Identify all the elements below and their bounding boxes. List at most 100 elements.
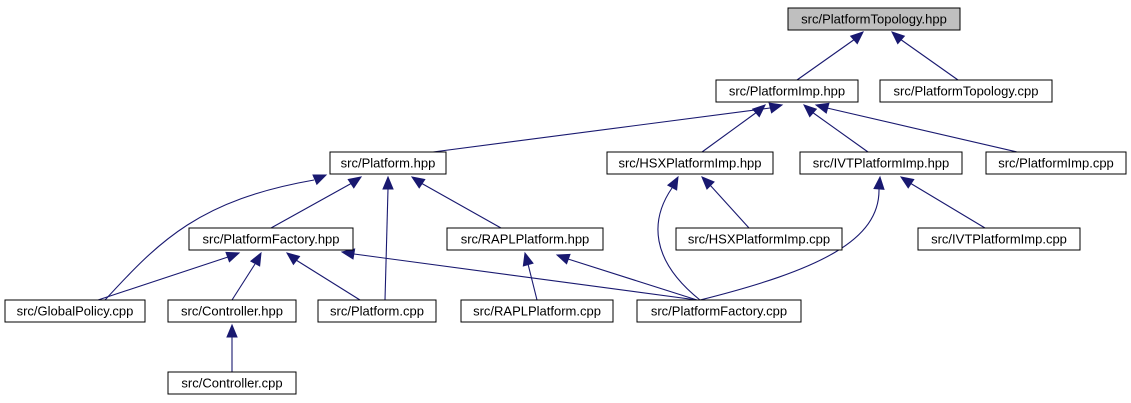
node-controller-cpp[interactable]: src/Controller.cpp — [167, 371, 297, 395]
node-factory-cpp[interactable]: src/PlatformFactory.cpp — [636, 299, 802, 323]
node-ivt-cpp[interactable]: src/IVTPlatformImp.cpp — [917, 227, 1081, 251]
node-label: src/Controller.cpp — [181, 376, 282, 391]
edge-platform_hpp-to-imp_hpp — [432, 102, 784, 153]
arrowhead-icon — [555, 253, 571, 265]
arrowhead-icon — [803, 104, 818, 118]
node-imp-hpp[interactable]: src/PlatformImp.hpp — [715, 79, 859, 103]
edge-factory_hpp-to-platform_hpp — [270, 176, 363, 229]
node-box — [985, 151, 1127, 175]
node-label: src/HSXPlatformImp.cpp — [688, 232, 830, 247]
edge-line — [270, 182, 353, 229]
edge-factory_cpp-to-rapl_hpp — [555, 253, 698, 301]
arrowhead-icon — [701, 176, 715, 190]
arrowhead-icon — [312, 174, 328, 186]
node-topology-cpp[interactable]: src/PlatformTopology.cpp — [879, 79, 1053, 103]
node-imp-cpp[interactable]: src/PlatformImp.cpp — [985, 151, 1127, 175]
node-factory-hpp[interactable]: src/PlatformFactory.hpp — [188, 227, 354, 251]
node-box — [879, 79, 1053, 103]
edge-line — [709, 184, 750, 229]
node-hsx-cpp[interactable]: src/HSXPlatformImp.cpp — [675, 227, 843, 251]
edge-line — [909, 182, 986, 229]
edge-line — [432, 107, 771, 153]
node-label: src/IVTPlatformImp.cpp — [931, 232, 1067, 247]
arrowhead-icon — [814, 102, 830, 114]
edge-line — [527, 263, 538, 301]
node-box — [188, 227, 354, 251]
arrowhead-icon — [225, 251, 241, 263]
edge-hsx_hpp-to-imp_hpp — [701, 104, 766, 153]
node-label: src/PlatformImp.cpp — [998, 156, 1114, 171]
node-platform-cpp[interactable]: src/Platform.cpp — [317, 299, 437, 323]
edge-line — [701, 111, 758, 153]
node-label: src/IVTPlatformImp.hpp — [813, 156, 950, 171]
node-globalpolicy-cpp[interactable]: src/GlobalPolicy.cpp — [4, 299, 146, 323]
node-controller-hpp[interactable]: src/Controller.hpp — [167, 299, 297, 323]
edge-line — [231, 263, 256, 301]
node-box — [787, 7, 961, 31]
edge-factory_cpp-to-hsx_hpp — [657, 175, 701, 301]
node-rapl-hpp[interactable]: src/RAPLPlatform.hpp — [446, 227, 604, 251]
node-box — [799, 151, 963, 175]
arrowhead-icon — [891, 31, 906, 45]
node-hsx-hpp[interactable]: src/HSXPlatformImp.hpp — [606, 151, 774, 175]
arrowhead-icon — [751, 104, 766, 118]
edge-rapl_hpp-to-platform_hpp — [410, 176, 502, 229]
edge-platform_cpp-to-platform_hpp — [382, 175, 394, 301]
arrowhead-icon — [285, 252, 301, 266]
node-label: src/PlatformImp.hpp — [729, 84, 845, 99]
edge-line — [567, 258, 698, 301]
arrowhead-icon — [666, 175, 679, 191]
edge-globalpolicy_cpp-to-platform_hpp — [104, 174, 328, 301]
edge-ivt_hpp-to-imp_hpp — [803, 104, 869, 153]
edge-globalpolicy_cpp-to-factory_hpp — [97, 251, 241, 301]
node-label: src/PlatformTopology.hpp — [801, 12, 947, 27]
edge-line — [657, 187, 701, 301]
arrowhead-icon — [522, 251, 534, 267]
edge-hsx_cpp-to-hsx_hpp — [701, 176, 750, 229]
edge-controller_hpp-to-factory_hpp — [231, 251, 262, 301]
node-box — [460, 299, 614, 323]
node-box — [446, 227, 604, 251]
edge-topology_cpp-to-topology_hpp — [891, 31, 959, 81]
arrowhead-icon — [340, 248, 356, 260]
node-box — [317, 299, 437, 323]
node-box — [675, 227, 843, 251]
edge-line — [699, 188, 880, 301]
node-label: src/GlobalPolicy.cpp — [17, 304, 134, 319]
node-label: src/HSXPlatformImp.hpp — [618, 156, 761, 171]
edge-controller_cpp-to-controller_hpp — [226, 323, 238, 372]
edge-line — [384, 188, 389, 301]
edge-imp_hpp-to-topology_hpp — [796, 31, 864, 81]
edge-line — [811, 111, 869, 153]
node-label: src/Platform.cpp — [330, 304, 424, 319]
node-rapl-cpp[interactable]: src/RAPLPlatform.cpp — [460, 299, 614, 323]
node-box — [917, 227, 1081, 251]
node-box — [167, 371, 297, 395]
edge-rapl_cpp-to-rapl_hpp — [522, 251, 538, 301]
arrowhead-icon — [873, 175, 885, 190]
node-platform-hpp[interactable]: src/Platform.hpp — [329, 151, 447, 175]
arrowhead-icon — [410, 176, 426, 189]
edge-line — [796, 38, 856, 81]
edge-factory_cpp-to-ivt_hpp — [699, 175, 885, 301]
node-box — [167, 299, 297, 323]
edge-line — [104, 179, 315, 301]
edge-factory_cpp-to-factory_hpp — [340, 248, 698, 301]
arrowhead-icon — [849, 31, 864, 45]
node-label: src/RAPLPlatform.cpp — [473, 304, 601, 319]
node-box — [636, 299, 802, 323]
node-ivt-hpp[interactable]: src/IVTPlatformImp.hpp — [799, 151, 963, 175]
edge-line — [295, 259, 361, 301]
node-label: src/Controller.hpp — [181, 304, 283, 319]
edge-line — [826, 107, 1018, 153]
edge-line — [353, 253, 698, 301]
arrowhead-icon — [347, 176, 363, 189]
edge-line — [899, 38, 959, 81]
edge-line — [420, 182, 502, 229]
edge-line — [97, 256, 229, 301]
arrowhead-icon — [226, 323, 238, 338]
edge-imp_cpp-to-imp_hpp — [814, 102, 1018, 153]
node-topology-hpp[interactable]: src/PlatformTopology.hpp — [787, 7, 961, 31]
node-layer: src/PlatformTopology.hpp src/PlatformImp.… — [4, 7, 1127, 395]
node-label: src/PlatformTopology.cpp — [894, 84, 1039, 99]
